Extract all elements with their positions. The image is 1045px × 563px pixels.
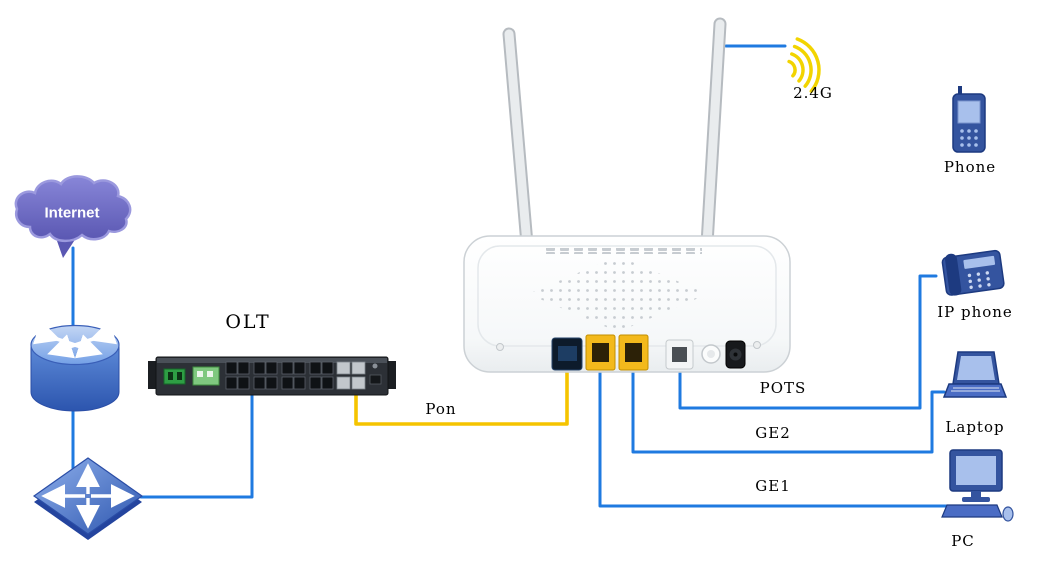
ip-phone-label: IP phone (937, 303, 1013, 321)
ge1-link-label: GE1 (755, 477, 791, 495)
antenna-left (502, 27, 534, 251)
wifi-signal-icon (787, 37, 821, 93)
connection-lines (71, 44, 948, 508)
onu-vent-holes (528, 256, 708, 332)
pots-link-label: POTS (759, 379, 807, 397)
cloud-tail (56, 238, 76, 258)
ge2-link-label: GE2 (755, 424, 791, 442)
phone-icon (952, 86, 986, 153)
link-onu-pc-ge1 (598, 358, 948, 508)
switch-icon (32, 457, 144, 540)
onu-device (463, 17, 791, 373)
olt-module (192, 366, 220, 386)
link-olt-onu-pon (354, 342, 569, 426)
pc-icon (941, 449, 1014, 522)
phone-label: Phone (943, 158, 997, 176)
switch-arrows (41, 463, 135, 529)
internet-cloud-icon (14, 175, 132, 258)
link-onu-laptop-ge2 (631, 358, 946, 454)
router-arrows (32, 320, 118, 359)
link-onu-ipphone-pots (678, 274, 938, 410)
antenna-right (700, 17, 727, 251)
ip-phone-icon (941, 249, 1005, 296)
olt-uplink-ports (336, 361, 366, 390)
pon-port (551, 337, 583, 371)
olt-device (148, 356, 396, 396)
wifi-band-label: 2.4G (793, 84, 833, 102)
laptop-label: Laptop (945, 418, 1005, 436)
ge2-port (618, 334, 649, 371)
onu-led-strip (542, 248, 702, 254)
link-switch-olt (139, 388, 254, 499)
pc-label: PC (951, 532, 975, 550)
router-icon (30, 320, 120, 412)
pon-link-label: Pon (425, 400, 457, 418)
cloud-body (14, 175, 132, 243)
laptop-icon (942, 351, 1008, 398)
pots-port (665, 339, 694, 370)
internet-label: Internet (44, 204, 100, 222)
ge1-port (585, 334, 616, 371)
olt-sfp-ports (225, 361, 334, 390)
reset-button (701, 344, 721, 364)
olt-label: OLT (225, 311, 271, 333)
power-jack (725, 340, 746, 369)
